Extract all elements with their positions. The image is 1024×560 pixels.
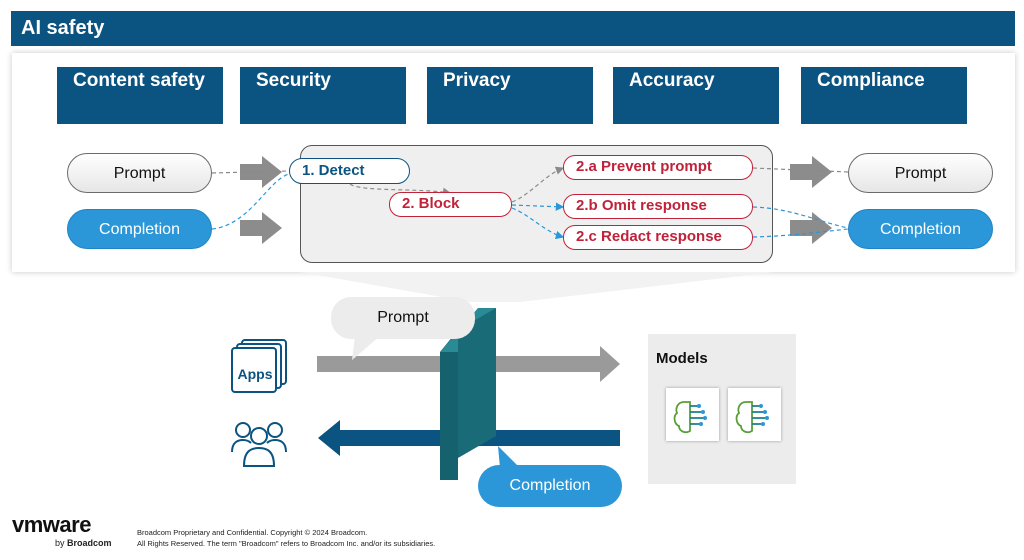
- model-brain-icon: [666, 388, 719, 441]
- line-redact-to-completion: [752, 228, 849, 238]
- output-completion-pill: Completion: [848, 209, 993, 249]
- apps-label: Apps: [237, 366, 273, 382]
- guardrail-wall-face: [440, 352, 458, 480]
- completion-bubble: Completion: [478, 465, 622, 507]
- category-privacy: Privacy: [427, 67, 593, 124]
- block-step: 2. Block: [389, 192, 512, 217]
- copyright-notice: Broadcom Proprietary and Confidential. C…: [137, 527, 435, 549]
- model-brain-icon: [728, 388, 781, 441]
- zoom-funnel: [300, 272, 775, 302]
- output-prompt-pill: Prompt: [848, 153, 993, 193]
- logo-by-text: by: [55, 538, 65, 548]
- redact-response-step: 2.c Redact response: [563, 225, 753, 250]
- category-content-safety: Content safety: [57, 67, 223, 124]
- arrow-in-completion: [240, 212, 282, 244]
- omit-response-step: 2.b Omit response: [563, 194, 753, 219]
- line-block-to-redact: [511, 207, 565, 240]
- apps-stack-icon: Apps: [230, 338, 290, 394]
- models-label: Models: [656, 350, 708, 367]
- vmware-logo: vmware: [12, 512, 91, 537]
- line-block-to-omit: [511, 202, 565, 211]
- input-prompt-pill: Prompt: [67, 153, 212, 193]
- guardrail-wall-front: [458, 308, 496, 458]
- completion-bubble-tail: [498, 446, 520, 468]
- prompt-bubble: Prompt: [331, 297, 475, 339]
- input-completion-pill: Completion: [67, 209, 212, 249]
- arrow-out-completion: [790, 212, 832, 244]
- category-accuracy: Accuracy: [613, 67, 779, 124]
- bubble-tail: [352, 336, 380, 360]
- page-title: AI safety: [11, 11, 1015, 46]
- category-security: Security: [240, 67, 406, 124]
- arrow-out-prompt: [790, 156, 832, 188]
- category-compliance: Compliance: [801, 67, 967, 124]
- detect-step: 1. Detect: [289, 158, 410, 184]
- copyright-line-2: All Rights Reserved. The term "Broadcom"…: [137, 539, 436, 548]
- users-icon: [230, 416, 288, 470]
- vmware-by-broadcom: by Broadcom: [55, 538, 112, 548]
- logo-brand-text: Broadcom: [67, 538, 112, 548]
- line-block-to-prevent: [511, 166, 565, 203]
- line-prompt-to-detect: [211, 170, 290, 174]
- copyright-line-1: Broadcom Proprietary and Confidential. C…: [137, 528, 368, 537]
- prevent-prompt-step: 2.a Prevent prompt: [563, 155, 753, 180]
- line-prevent-to-prompt: [752, 167, 849, 173]
- line-detect-to-block: [349, 183, 452, 196]
- line-omit-to-completion: [752, 206, 849, 229]
